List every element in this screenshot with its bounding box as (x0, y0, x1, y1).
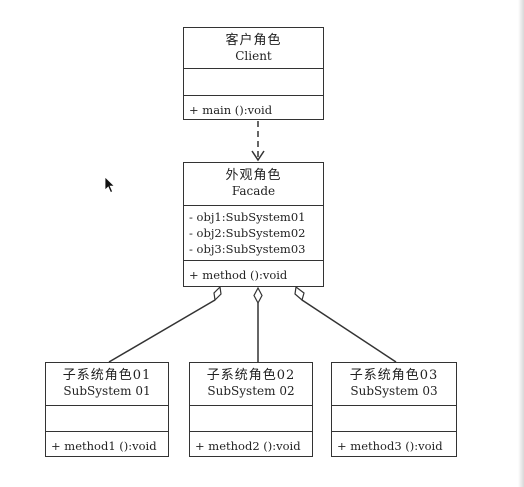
subsystem-01-class-box: 子系统角色01 SubSystem 01 + method1 ():void (45, 362, 169, 457)
subsystem-01-name-cn: 子系统角色01 (62, 368, 152, 383)
dependency-arrowhead (251, 150, 265, 162)
window-edge-shadow (518, 0, 524, 487)
facade-name-en: Facade (231, 184, 276, 198)
subsystem-02-name-cn: 子系统角色02 (206, 368, 296, 383)
subsystem-03-name-compartment: 子系统角色03 SubSystem 03 (332, 363, 456, 406)
subsystem-03-operation: + method3 ():void (337, 439, 443, 453)
subsystem-01-name-en: SubSystem 01 (63, 384, 151, 398)
facade-operations-compartment: + method ():void (184, 261, 323, 283)
client-name-compartment: 客户角色 Client (184, 28, 323, 69)
facade-name-cn: 外观角色 (225, 168, 282, 183)
subsystem-03-attributes-compartment (332, 406, 456, 432)
client-name-cn: 客户角色 (225, 33, 282, 48)
client-operation: + main ():void (189, 103, 273, 117)
client-attributes-compartment (184, 69, 323, 96)
subsystem-02-attributes-compartment (190, 406, 312, 432)
subsystem-02-operation: + method2 ():void (195, 439, 301, 453)
client-class-box: 客户角色 Client + main ():void (183, 27, 324, 120)
subsystem-01-operations-compartment: + method1 ():void (46, 432, 168, 454)
facade-class-box: 外观角色 Facade - obj1:SubSystem01 - obj2:Su… (183, 162, 324, 287)
facade-attribute: - obj3:SubSystem03 (189, 242, 306, 256)
subsystem-03-class-box: 子系统角色03 SubSystem 03 + method3 ():void (331, 362, 457, 457)
subsystem-02-class-box: 子系统角色02 SubSystem 02 + method2 ():void (189, 362, 313, 457)
facade-operation: + method ():void (189, 268, 288, 282)
subsystem-02-name-compartment: 子系统角色02 SubSystem 02 (190, 363, 312, 406)
aggregation-line-1 (108, 299, 216, 363)
facade-attribute: - obj2:SubSystem02 (189, 226, 306, 240)
aggregation-diamond-3 (294, 285, 305, 302)
subsystem-01-name-compartment: 子系统角色01 SubSystem 01 (46, 363, 168, 406)
subsystem-02-name-en: SubSystem 02 (207, 384, 295, 398)
client-operations-compartment: + main ():void (184, 96, 323, 118)
client-name-en: Client (235, 49, 272, 63)
subsystem-01-attributes-compartment (46, 406, 168, 432)
subsystem-03-name-cn: 子系统角色03 (349, 368, 439, 383)
facade-name-compartment: 外观角色 Facade (184, 163, 323, 206)
subsystem-02-operations-compartment: + method2 ():void (190, 432, 312, 454)
subsystem-03-operations-compartment: + method3 ():void (332, 432, 456, 454)
facade-attributes-compartment: - obj1:SubSystem01 - obj2:SubSystem02 - … (184, 206, 323, 261)
aggregation-diamond-2 (253, 286, 263, 305)
aggregation-line-3 (301, 299, 397, 363)
subsystem-01-operation: + method1 ():void (51, 439, 157, 453)
mouse-pointer-icon (104, 176, 116, 194)
facade-attribute: - obj1:SubSystem01 (189, 210, 306, 224)
subsystem-03-name-en: SubSystem 03 (350, 384, 438, 398)
aggregation-diamond-1 (213, 285, 222, 302)
